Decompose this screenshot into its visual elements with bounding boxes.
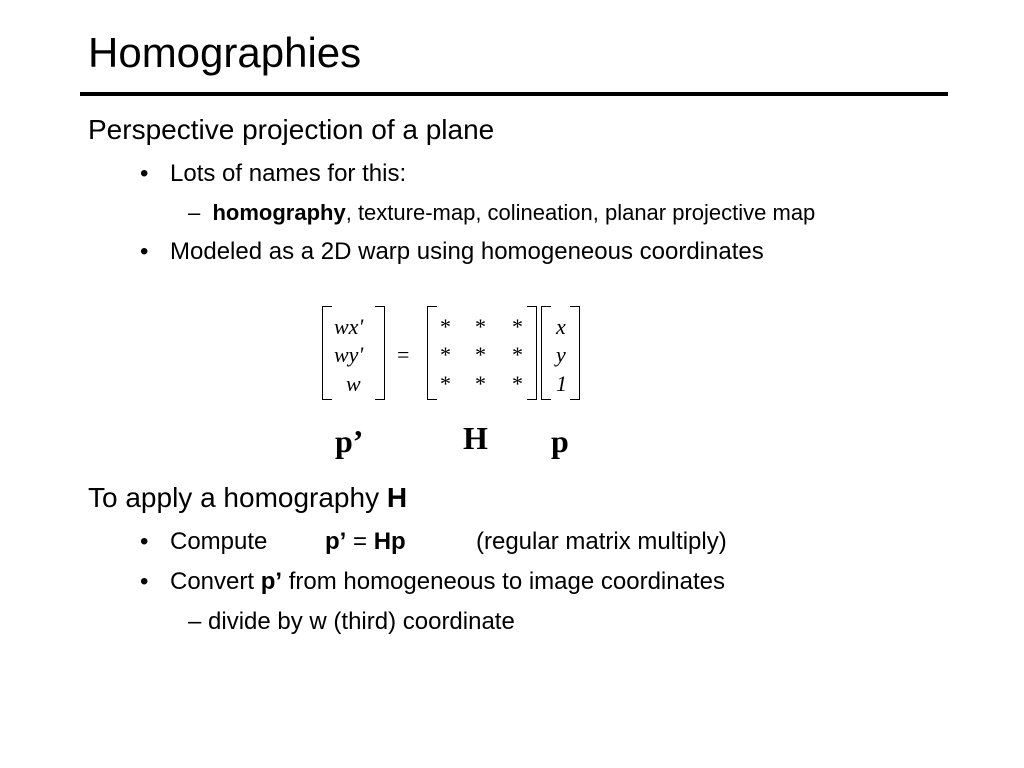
section-heading-apply: To apply a homography H [88,484,407,512]
slide-title: Homographies [88,29,362,76]
bracket-left [541,306,551,400]
convert-p-prime: p’ [260,568,283,595]
bracket-right [375,306,385,400]
matrix-entry: * [475,342,486,367]
compute-formula: p’ = Hp [325,530,406,554]
lhs-entry: w [346,371,361,396]
sub-bullet-divide: – divide by w (third) coordinate [188,608,515,635]
bracket-right [570,306,580,400]
label-H: H [463,420,488,456]
matrix-entry: * [512,314,523,339]
matrix-entry: * [475,314,486,339]
matrix-entry: * [475,371,486,396]
lhs-entry: wx' [334,314,364,339]
matrix-entry: * [512,371,523,396]
formula-eq: = [346,528,374,555]
matrix-entry: * [512,342,523,367]
bullet-marker: • [140,160,149,187]
bracket-left [322,306,332,400]
bracket-left [427,306,437,400]
heading-H: H [386,482,408,513]
convert-rest: from homogeneous to image coordinates [282,568,725,595]
equals-sign: = [397,342,410,367]
sub-bullet-names: – homography, texture-map, colineation, … [188,202,815,224]
title-underline [80,92,948,96]
bullet-names: Lots of names for this: [170,160,407,187]
rhs-entry: 1 [556,371,567,396]
rhs-entry: x [556,314,566,339]
heading-text: To apply a homography [88,482,387,513]
convert-prefix: Convert [170,568,261,595]
formula-p-prime: p’ [325,528,347,555]
rhs-entry: y [556,342,566,367]
compute-note: (regular matrix multiply) [476,528,727,555]
bullet-marker: • [140,238,149,265]
sub-dash: – [188,200,201,225]
bullet-marker: • [140,568,149,595]
bullet-convert: Convert p’ from homogeneous to image coo… [170,570,725,594]
label-p-prime: p’ [335,423,364,459]
label-p: p [551,423,569,459]
matrix-entry: * [440,371,451,396]
lhs-entry: wy' [334,342,364,367]
matrix-entry: * [440,342,451,367]
formula-Hp: Hp [373,528,406,555]
bullet-marker: • [140,528,149,555]
section-heading-perspective: Perspective projection of a plane [88,114,495,145]
bullet-compute: Compute [170,528,268,555]
matrix-entry: * [440,314,451,339]
bullet-modeled: Modeled as a 2D warp using homogeneous c… [170,238,764,265]
term-homography: homography [212,200,346,225]
term-list: , texture-map, colineation, planar proje… [345,200,816,225]
bracket-right [527,306,537,400]
